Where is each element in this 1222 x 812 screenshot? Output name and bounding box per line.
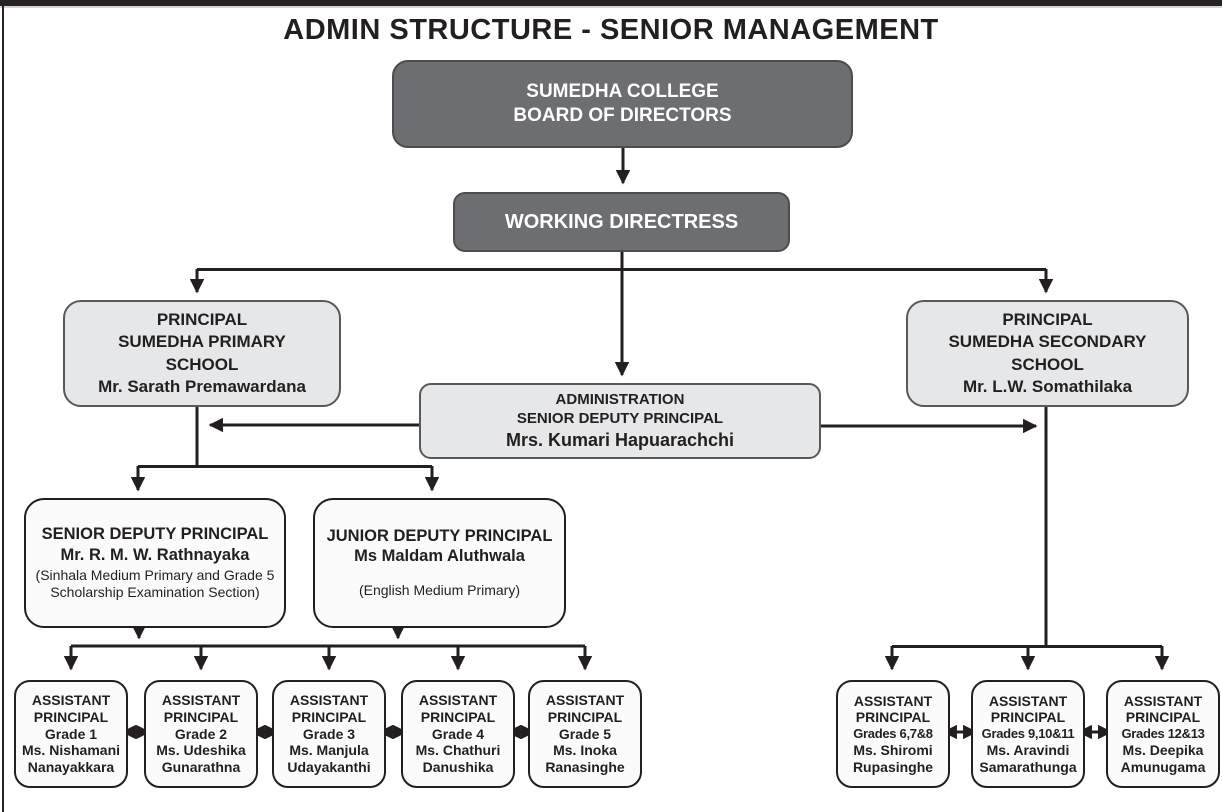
node-secondary-principal: PRINCIPAL SUMEDHA SECONDARY SCHOOL Mr. L… — [906, 300, 1189, 407]
assistant-name: Ms. Inoka Ranasinghe — [545, 742, 625, 776]
assistant-name: Ms. Manjula Udayakanthi — [287, 742, 371, 776]
node-board-of-directors: SUMEDHA COLLEGE BOARD OF DIRECTORS — [392, 60, 853, 148]
assistant-name: Ms. Chathuri Danushika — [415, 742, 501, 776]
node-senior-deputy-principal: SENIOR DEPUTY PRINCIPAL Mr. R. M. W. Rat… — [24, 498, 286, 628]
page-title: ADMIN STRUCTURE - SENIOR MANAGEMENT — [283, 14, 939, 46]
assistant-grade: Grades 9,10&11 — [981, 726, 1075, 742]
admin-line-2: SENIOR DEPUTY PRINCIPAL — [516, 410, 724, 428]
board-line-1: SUMEDHA COLLEGE — [526, 81, 719, 103]
node-assistant-principal-grade-4: ASSISTANT PRINCIPAL Grade 4 Ms. Chathuri… — [401, 680, 515, 788]
board-line-2: BOARD OF DIRECTORS — [513, 105, 732, 126]
junior-deputy-name: Ms Maldam Aluthwala — [354, 547, 525, 566]
node-assistant-principal-grade-2: ASSISTANT PRINCIPAL Grade 2 Ms. Udeshika… — [144, 680, 258, 788]
assistant-name: Ms. Aravindi Samarathunga — [979, 741, 1077, 775]
admin-name: Mrs. Kumari Hapuarachchi — [505, 429, 735, 450]
node-assistant-principal-grade-3: ASSISTANT PRINCIPAL Grade 3 Ms. Manjula … — [272, 680, 386, 788]
node-assistant-principal-grades-6-7-8: ASSISTANT PRINCIPAL Grades 6,7&8 Ms. Shi… — [836, 680, 950, 788]
assistant-grade: Grade 2 — [174, 725, 228, 742]
node-assistant-principal-grade-1: ASSISTANT PRINCIPAL Grade 1 Ms. Nishaman… — [14, 680, 128, 788]
assistant-name: Ms. Nishamani Nanayakkara — [21, 742, 121, 776]
junior-deputy-note: (English Medium Primary) — [358, 582, 521, 599]
admin-line-1: ADMINISTRATION — [555, 390, 685, 408]
primary-principal-title: PRINCIPAL — [156, 310, 248, 330]
assistant-title: ASSISTANT PRINCIPAL — [545, 692, 625, 725]
assistant-name: Ms. Deepika Amunugama — [1120, 741, 1206, 775]
node-working-directress: WORKING DIRECTRESS — [453, 192, 790, 252]
secondary-principal-org-line2: SCHOOL — [1011, 354, 1084, 374]
senior-deputy-title: SENIOR DEPUTY PRINCIPAL — [41, 525, 269, 544]
left-border-line — [2, 6, 4, 812]
assistant-grade: Grades 12&13 — [1121, 726, 1205, 742]
top-border-bar — [0, 0, 1222, 8]
secondary-principal-title: PRINCIPAL — [1002, 310, 1093, 330]
primary-principal-org-line1: SUMEDHA PRIMARY — [118, 332, 286, 352]
node-assistant-principal-grades-9-10-11: ASSISTANT PRINCIPAL Grades 9,10&11 Ms. A… — [971, 680, 1085, 788]
node-primary-principal: PRINCIPAL SUMEDHA PRIMARY SCHOOL Mr. Sar… — [63, 300, 341, 407]
senior-deputy-note: (Sinhala Medium Primary and Grade 5 Scho… — [35, 566, 275, 601]
assistant-name: Ms. Udeshika Gunarathna — [156, 742, 246, 776]
assistant-grade: Grade 1 — [44, 725, 98, 742]
primary-principal-org-line2: SCHOOL — [165, 354, 239, 374]
assistant-title: ASSISTANT PRINCIPAL — [988, 692, 1068, 726]
assistant-title: ASSISTANT PRINCIPAL — [161, 692, 241, 725]
working-directress-label: WORKING DIRECTRESS — [504, 210, 739, 233]
secondary-principal-org-line1: SUMEDHA SECONDARY — [948, 332, 1147, 352]
assistant-title: ASSISTANT PRINCIPAL — [418, 692, 498, 725]
senior-deputy-name: Mr. R. M. W. Rathnayaka — [60, 545, 250, 564]
junior-deputy-title: JUNIOR DEPUTY PRINCIPAL — [326, 527, 553, 546]
assistant-grade: Grade 5 — [558, 725, 612, 742]
node-junior-deputy-principal: JUNIOR DEPUTY PRINCIPAL Ms Maldam Aluthw… — [313, 498, 566, 628]
assistant-name: Ms. Shiromi Rupasinghe — [852, 741, 934, 775]
assistant-title: ASSISTANT PRINCIPAL — [289, 692, 369, 725]
secondary-principal-name: Mr. L.W. Somathilaka — [962, 376, 1133, 396]
node-assistant-principal-grade-5: ASSISTANT PRINCIPAL Grade 5 Ms. Inoka Ra… — [528, 680, 642, 788]
node-assistant-principal-grades-12-13: ASSISTANT PRINCIPAL Grades 12&13 Ms. Dee… — [1106, 680, 1220, 788]
assistant-title: ASSISTANT PRINCIPAL — [1123, 692, 1203, 726]
node-admin-senior-deputy-principal: ADMINISTRATION SENIOR DEPUTY PRINCIPAL M… — [419, 383, 821, 459]
primary-principal-name: Mr. Sarath Premawardana — [98, 376, 306, 396]
assistant-title: ASSISTANT PRINCIPAL — [31, 692, 111, 725]
assistant-title: ASSISTANT PRINCIPAL — [853, 692, 933, 726]
assistant-grade: Grade 3 — [302, 725, 356, 742]
assistant-grade: Grades 6,7&8 — [853, 726, 933, 742]
assistant-grade: Grade 4 — [431, 725, 485, 742]
